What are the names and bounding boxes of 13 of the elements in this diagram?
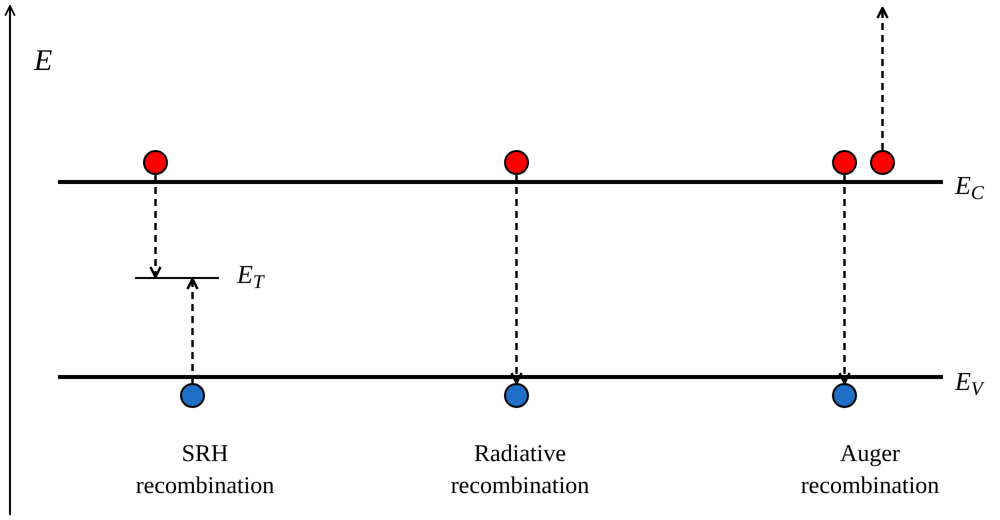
band-label: E$_{C}$: [955, 170, 985, 205]
process-label: SRH recombination: [134, 440, 276, 501]
process-label: Auger recombination: [800, 440, 940, 501]
dashed-arrow: [838, 175, 851, 384]
level-label: E$_{T}$: [237, 262, 264, 288]
process-label: Radiative recombination: [450, 440, 590, 501]
dashed-arrow: [510, 175, 523, 384]
energy-axis-label: E: [34, 43, 54, 79]
trap-level-line: [135, 277, 219, 279]
dashed-arrow: [149, 175, 162, 278]
dashed-arrow: [876, 6, 889, 150]
band-label: E$_{V}$: [955, 366, 986, 401]
dashed-arrow: [186, 278, 199, 383]
